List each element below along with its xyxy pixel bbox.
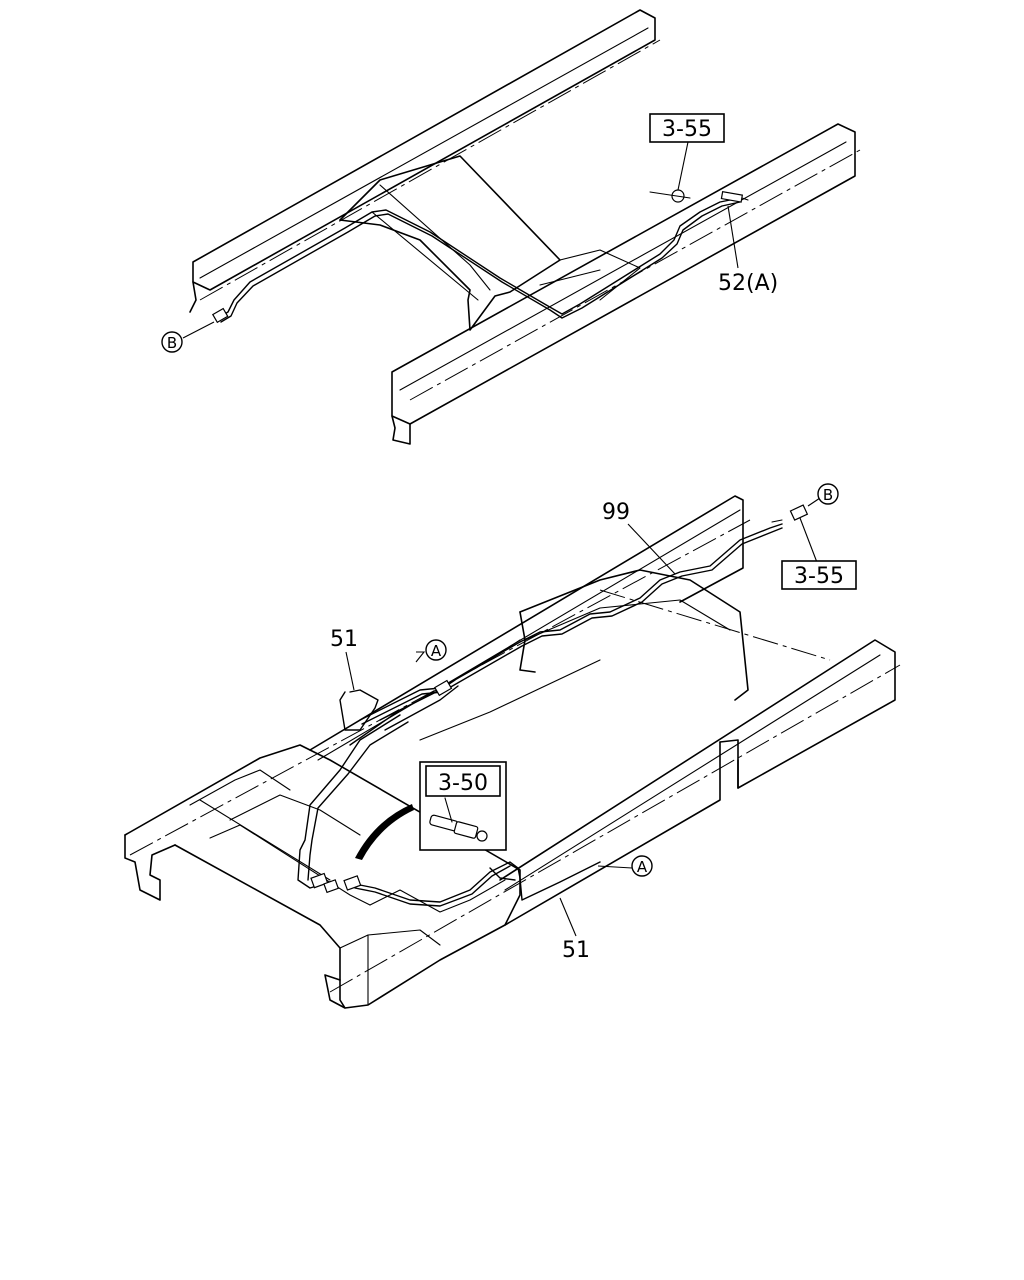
- lower-left-frame-rail: [309, 495, 744, 761]
- label-51-bottom: 51: [562, 938, 590, 963]
- ref-box-3-55-right: [781, 560, 857, 590]
- upper-centerline-1: [199, 39, 661, 301]
- inset-3-50: 3-50: [419, 761, 507, 851]
- brake-pipe-51-right: [354, 861, 601, 903]
- upper-right-frame-rail: [391, 123, 856, 445]
- label-52a: 52(A): [718, 271, 778, 296]
- ref-box-3-55-top-text: 3-55: [662, 117, 712, 142]
- connector-a-bottom: [631, 855, 653, 877]
- leader-b-upper: [182, 321, 215, 339]
- master-cylinder-part: [429, 797, 488, 842]
- leader-3-55-right: [799, 517, 819, 566]
- ref-box-3-55-top: [649, 113, 725, 143]
- lower-centerline-2: [329, 664, 901, 993]
- upper-fitting-right: [720, 190, 749, 203]
- leader-3-55-top: [677, 141, 689, 191]
- brake-pipe-51-left: [339, 689, 379, 731]
- master-cylinder-pointer: [355, 804, 414, 860]
- connector-b-upper: [161, 331, 183, 353]
- label-51-top: 51: [330, 627, 358, 652]
- connector-a-bottom-text: A: [637, 858, 648, 876]
- lower-fitting-front-left: [310, 872, 362, 894]
- connector-a-top: [425, 639, 447, 661]
- lower-centerline-3: [599, 589, 831, 661]
- ref-box-3-50-text: 3-50: [438, 771, 488, 796]
- label-99: 99: [602, 500, 630, 525]
- leader-a-bottom: [597, 865, 633, 869]
- ref-box-3-55-right-text: 3-55: [794, 564, 844, 589]
- lower-fitting-rear: [771, 504, 809, 523]
- upper-view: 3-55 52(A) B: [161, 9, 861, 445]
- upper-clip: [649, 189, 691, 203]
- brake-pipe-99: [359, 523, 783, 721]
- lower-rear-cross-member: [419, 569, 749, 741]
- leader-b-lower: [807, 497, 821, 507]
- connector-a-top-text: A: [431, 642, 442, 660]
- connector-b-upper-text: B: [167, 334, 177, 352]
- connector-b-lower: [817, 483, 839, 505]
- lower-right-frame-rail: [499, 639, 896, 926]
- leader-52a: [727, 205, 739, 269]
- lower-view: 3-50 99 B 3-55 51 A A 51: [124, 483, 901, 1009]
- leader-51-bottom: [559, 897, 577, 937]
- connector-b-lower-text: B: [823, 486, 833, 504]
- leader-99: [627, 523, 676, 575]
- upper-fitting-left: [211, 307, 229, 324]
- leader-a-top: [415, 651, 426, 663]
- upper-left-frame-rail: [189, 9, 656, 313]
- upper-cross-member: [339, 155, 641, 331]
- leader-51-top: [345, 651, 355, 691]
- lower-fitting-mid: [433, 679, 453, 697]
- upper-brake-pipe: [217, 197, 741, 319]
